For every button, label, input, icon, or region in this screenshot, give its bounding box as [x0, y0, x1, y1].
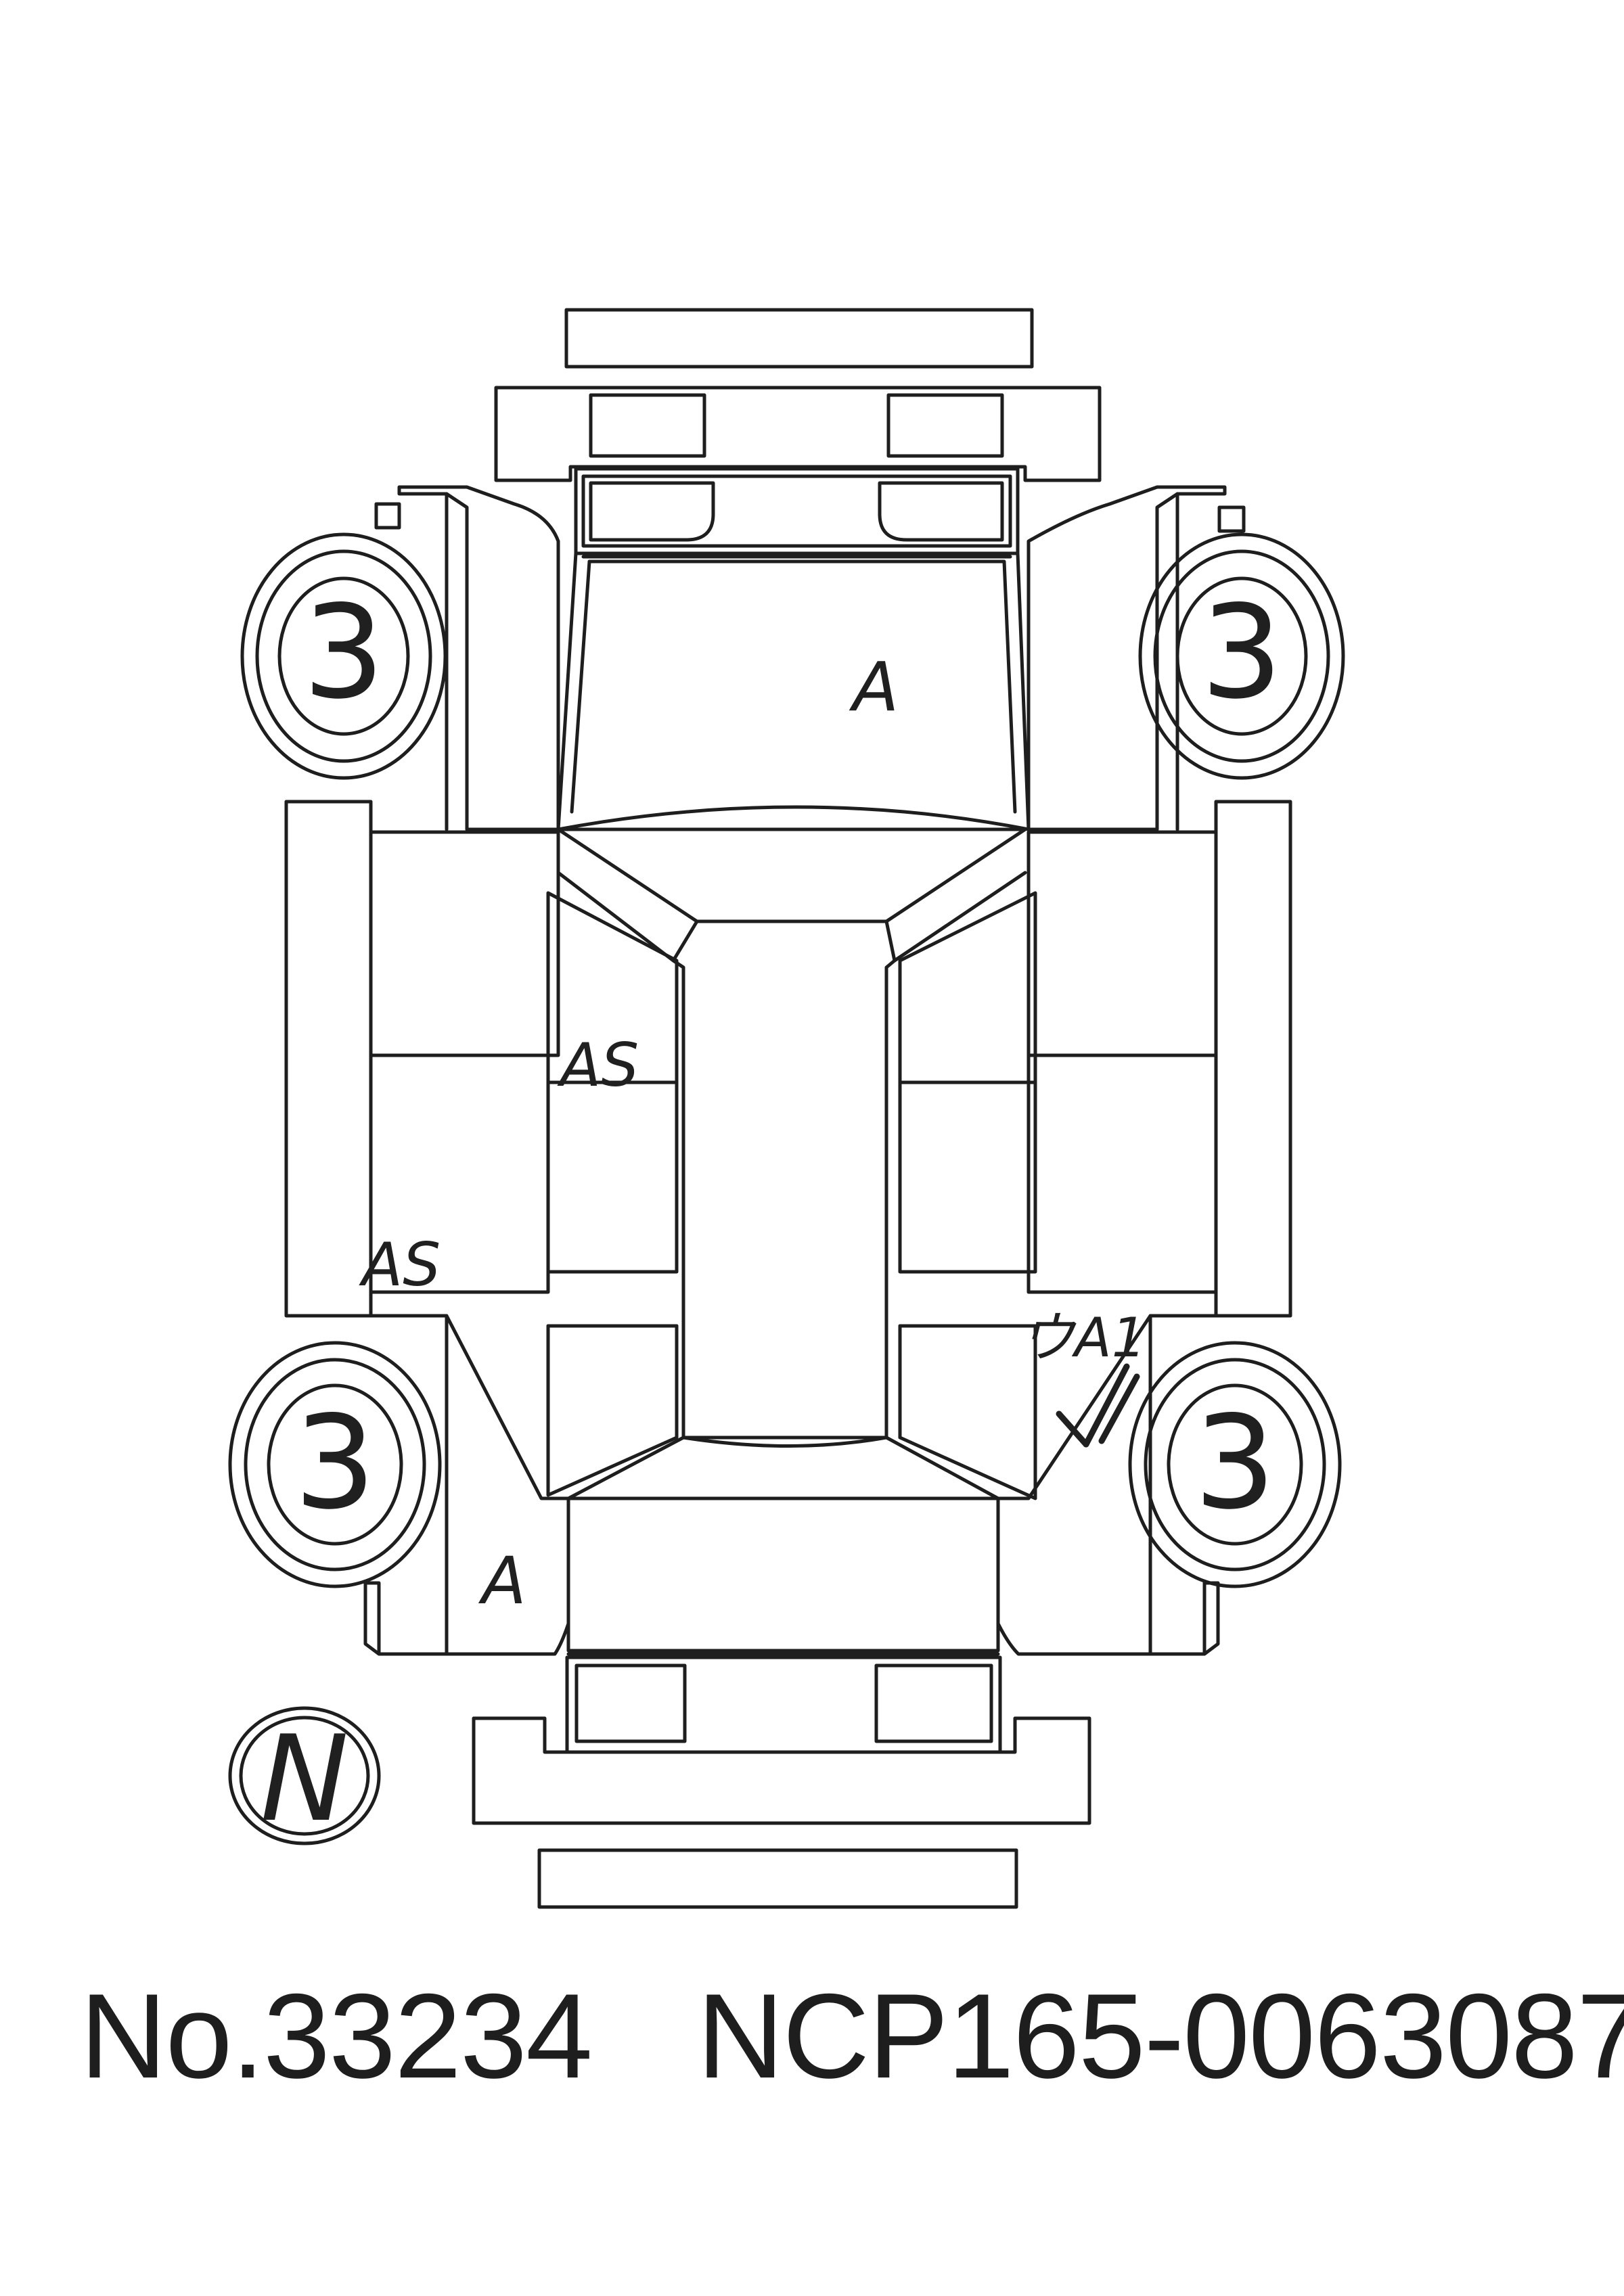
front-left-fender	[374, 485, 560, 831]
rear-bumper-bar	[537, 1848, 1018, 1909]
headlights	[574, 467, 1020, 559]
annotation-left-front-door: AS	[557, 1030, 639, 1100]
rear-right-wheel	[1128, 1341, 1342, 1588]
trunk-lid	[566, 1496, 1000, 1656]
tire-grade-rear-left: 3	[294, 1388, 376, 1538]
annotation-hood: A	[849, 647, 899, 727]
tire-grade-rear-right: 3	[1194, 1388, 1276, 1538]
rear-bumper	[472, 1716, 1091, 1825]
tail-lights	[565, 1655, 1002, 1754]
front-left-wheel	[240, 532, 447, 780]
windshield	[556, 827, 1027, 923]
scratch-mark	[1056, 1363, 1140, 1448]
left-rear-door	[369, 1053, 679, 1497]
rear-left-wheel	[228, 1341, 442, 1588]
right-front-door	[898, 830, 1218, 1084]
front-right-wheel	[1138, 532, 1345, 780]
right-rear-door	[898, 1053, 1218, 1500]
circled-badge: N	[228, 1706, 381, 1848]
front-bumper-bar	[564, 308, 1034, 369]
badge-letter: N	[261, 1711, 349, 1848]
roof	[671, 919, 897, 1448]
a-pillars	[556, 871, 1027, 963]
lot-number: No.33234	[80, 1969, 593, 2103]
tire-grade-front-left: 3	[303, 578, 385, 727]
tire-grade-front-right: 3	[1201, 578, 1283, 727]
annotation-left-rear-quarter: A	[478, 1543, 526, 1619]
hood	[556, 551, 1031, 831]
chassis-number: NCP165-0063087	[697, 1969, 1624, 2103]
left-rocker-panel	[284, 800, 373, 1318]
front-bumper	[494, 386, 1102, 482]
annotation-right-rear-quarter: ウA1	[1020, 1306, 1146, 1369]
annotation-left-rear-door: AS	[359, 1230, 441, 1300]
right-rocker-panel	[1214, 800, 1292, 1318]
